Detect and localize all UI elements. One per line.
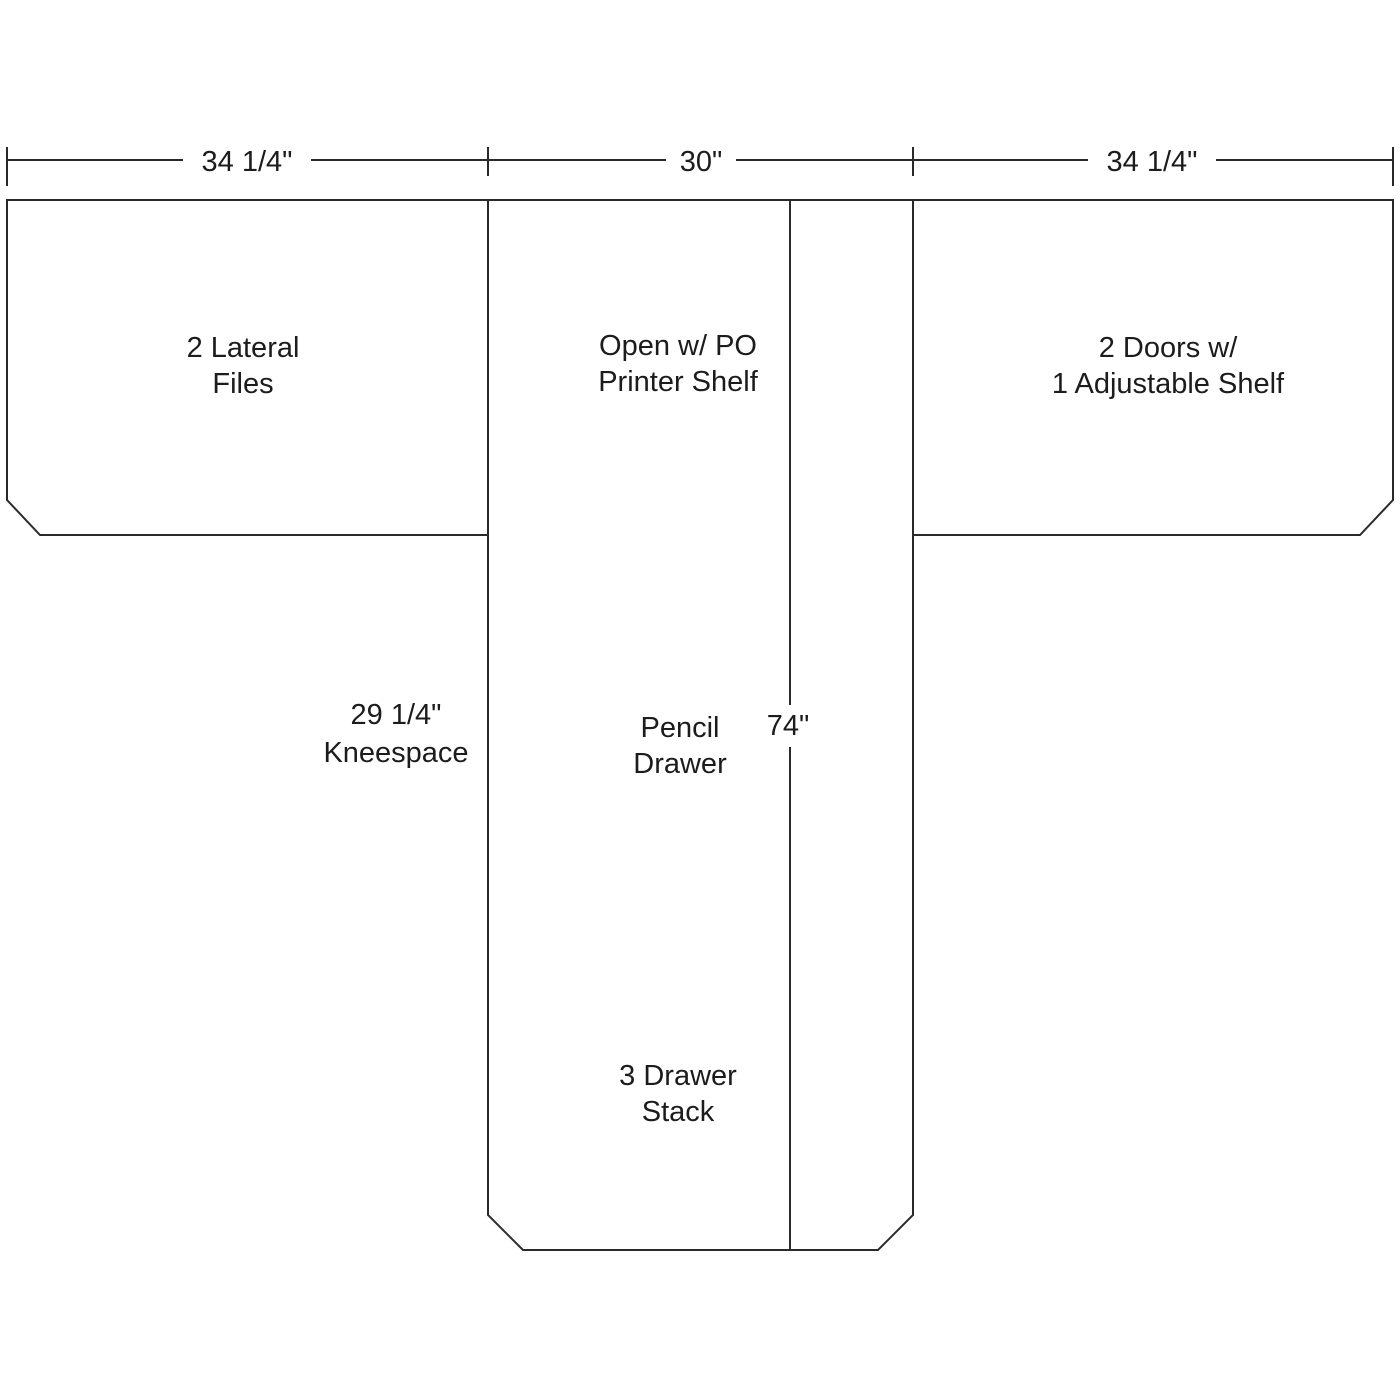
pencil-drawer-label-line1: Pencil: [641, 712, 720, 744]
section-label-center-top: Open w/ PO Printer Shelf: [598, 330, 759, 398]
center-section-label-line1: Open w/ PO: [599, 330, 757, 362]
dim-top-right-label: 34 1/4": [1107, 146, 1198, 178]
left-section-label-line2: Files: [212, 368, 273, 400]
kneespace-dim-label: 29 1/4": [351, 699, 442, 731]
dim-top-left-label: 34 1/4": [202, 146, 293, 178]
depth-dim-label: 74": [767, 710, 810, 742]
right-section-label-line2: 1 Adjustable Shelf: [1052, 368, 1285, 400]
kneespace-text-label: Kneespace: [323, 737, 468, 769]
drawer-stack-label-line1: 3 Drawer: [619, 1060, 737, 1092]
dimension-label-mask: [1088, 142, 1216, 180]
dimension-label-mask: [183, 142, 311, 180]
section-label-left: 2 Lateral Files: [187, 332, 300, 400]
pencil-drawer-label-line2: Drawer: [633, 748, 727, 780]
depth-dimension-label: 74": [757, 705, 823, 747]
dimension-label-mask: [757, 705, 823, 747]
left-section-label-line1: 2 Lateral: [187, 332, 300, 364]
drawer-stack-label-line2: Stack: [642, 1096, 715, 1128]
desk-outline: [6, 199, 1394, 1251]
right-section-label-line1: 2 Doors w/: [1099, 332, 1239, 364]
drawer-stack-label: 3 Drawer Stack: [619, 1060, 737, 1128]
pencil-drawer-label: Pencil Drawer: [633, 712, 727, 780]
dimension-label-mask: [666, 142, 736, 180]
top-dimension-line: 34 1/4" 30" 34 1/4": [6, 142, 1394, 186]
kneespace-label: 29 1/4" Kneespace: [323, 699, 468, 769]
dim-top-center-label: 30": [680, 146, 723, 178]
center-section-label-line2: Printer Shelf: [598, 366, 759, 398]
section-label-right: 2 Doors w/ 1 Adjustable Shelf: [1052, 332, 1285, 400]
